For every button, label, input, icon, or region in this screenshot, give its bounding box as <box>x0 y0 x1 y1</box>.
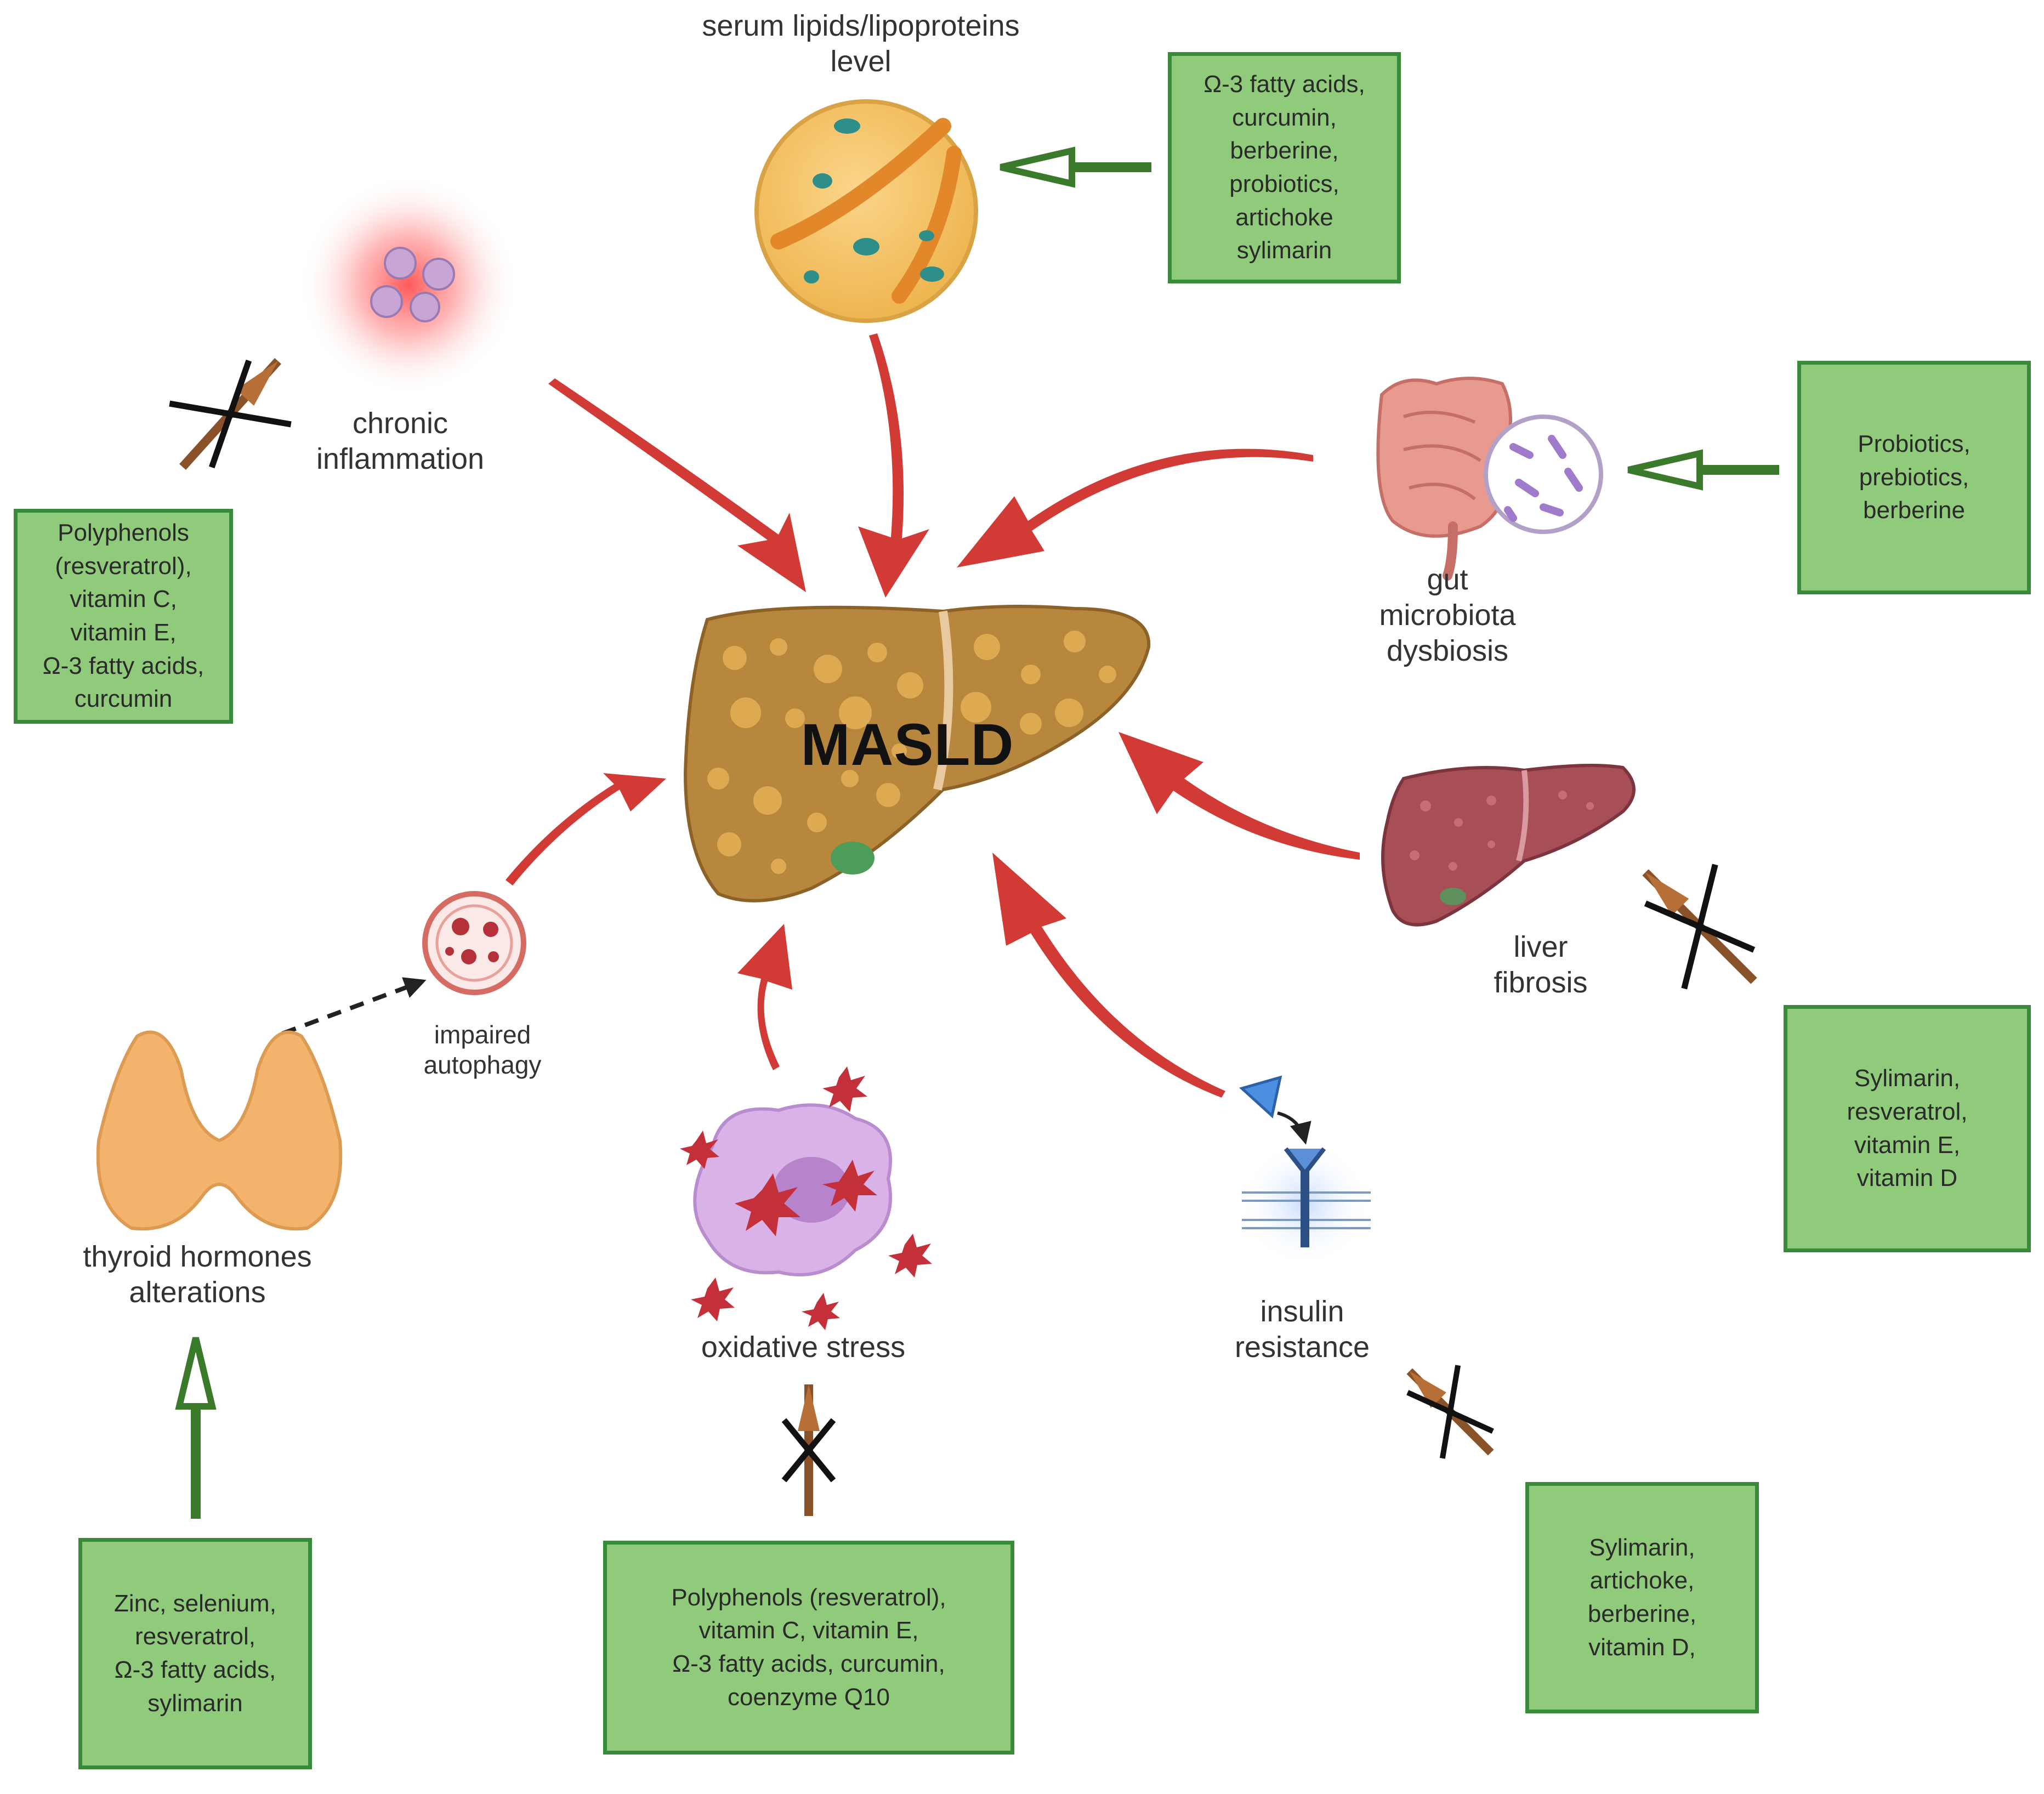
lipoprotein-particle <box>754 99 978 323</box>
inhibitor-oxidative <box>781 1384 836 1516</box>
oxidative-stress-label: oxidative stress <box>701 1331 906 1364</box>
masld-liver <box>683 605 1151 902</box>
gut-bacteria-magnifier <box>1484 415 1603 534</box>
intervention-box-thyroid: Zinc, selenium, resveratrol, Ω-3 fatty a… <box>78 1538 312 1769</box>
green-arrow-thyroid <box>175 1337 217 1519</box>
green-arrow-lipids <box>1000 146 1151 188</box>
arrow-insulin-to-masld <box>992 853 1225 1098</box>
green-arrows <box>175 146 1779 1519</box>
intervention-box-lipids: Ω-3 fatty acids, curcumin, berberine, pr… <box>1168 52 1401 283</box>
inhibitor-fibrosis <box>1642 864 1757 990</box>
fibrotic-liver <box>1381 764 1636 927</box>
gut-dysbiosis-label: gut microbiota dysbiosis <box>1379 563 1516 667</box>
red-arrows <box>506 333 1360 1098</box>
arrow-inflammation-to-masld <box>548 378 806 592</box>
arrow-fibrosis-to-masld <box>1118 732 1360 860</box>
intervention-box-insulin: Sylimarin, artichoke, berberine, vitamin… <box>1525 1482 1759 1713</box>
intervention-box-oxidative: Polyphenols (resveratrol), vitamin C, vi… <box>603 1541 1014 1755</box>
thyroid-gland <box>96 1030 343 1231</box>
autophagy-vesicle <box>422 891 526 995</box>
insulin-receptor <box>1239 1075 1371 1267</box>
insulin-resistance-label: insulin resistance <box>1234 1295 1370 1364</box>
green-arrow-gut <box>1627 449 1779 491</box>
liver-fat-droplets <box>707 631 1116 874</box>
impaired-autophagy-label: impaired autophagy <box>423 1020 542 1080</box>
arrow-lipids-to-masld <box>858 333 929 598</box>
intervention-box-gut: Probiotics, prebiotics, berberine <box>1797 361 2031 594</box>
liver-fibrosis-label: liver fibrosis <box>1494 930 1588 999</box>
intervention-box-fibrosis: Sylimarin, resveratrol, vitamin E, vitam… <box>1784 1005 2031 1252</box>
inflammation-cells <box>299 175 518 395</box>
thyroid-alterations-label: thyroid hormones alterations <box>83 1240 312 1309</box>
intervention-box-inflammation: Polyphenols (resveratrol), vitamin C, vi… <box>14 509 233 724</box>
chronic-inflammation-label: chronic inflammation <box>316 407 485 475</box>
masld-label: MASLD <box>800 711 1014 777</box>
serum-lipids-label: serum lipids/lipoproteins level <box>702 9 1020 78</box>
arrow-autophagy-to-masld <box>506 773 666 885</box>
dashed-arrow-thyroid-to-autophagy <box>281 977 427 1036</box>
inhibitor-inflammation <box>169 358 292 470</box>
arrow-gut-to-masld <box>957 449 1313 567</box>
inhibitor-insulin <box>1406 1365 1494 1459</box>
inhibitor-symbols <box>169 358 1757 1516</box>
ros-stars <box>680 1066 932 1330</box>
arrow-oxidative-to-masld <box>737 924 792 1070</box>
